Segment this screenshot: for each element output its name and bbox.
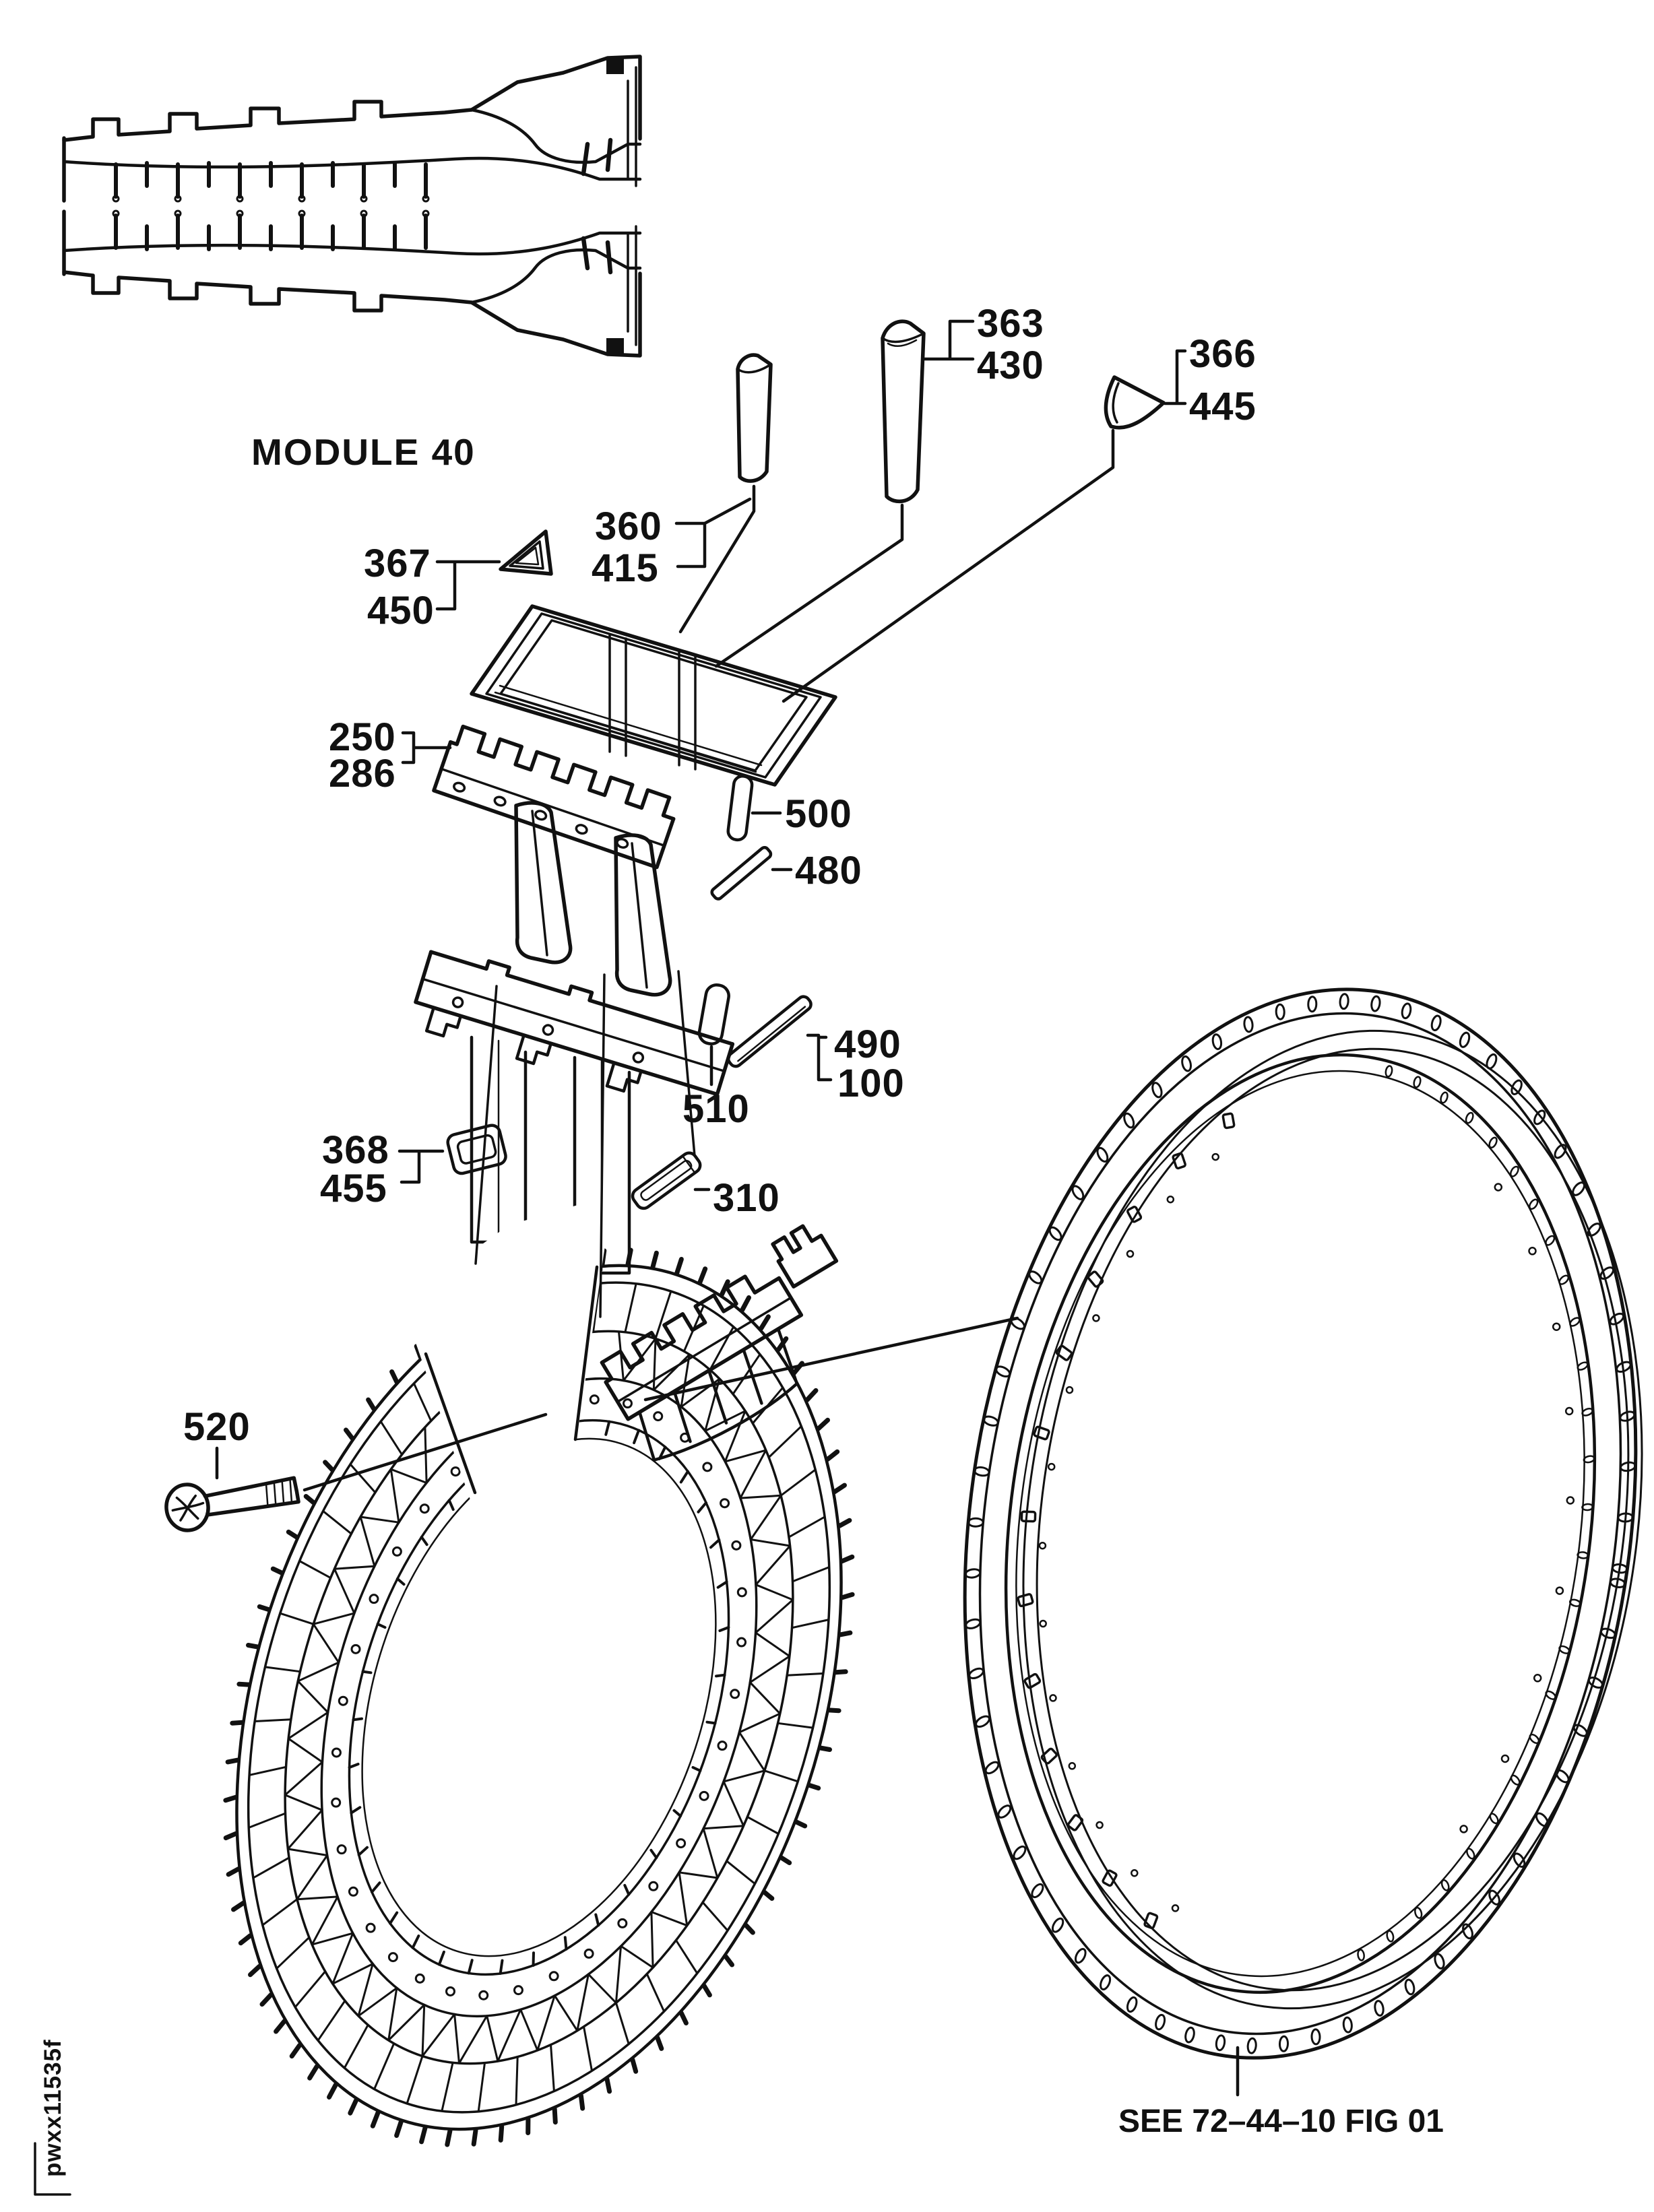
projection-line [474, 985, 498, 1265]
callout-360: 360 [595, 505, 662, 548]
bracket-363-430 [922, 319, 975, 361]
module-label: MODULE 40 [251, 431, 476, 473]
callout-286: 286 [329, 752, 396, 795]
triangle-seal-367-part [499, 529, 553, 576]
leader-pin360-to-cluster [678, 484, 756, 634]
callout-100: 100 [837, 1062, 905, 1105]
engine-cross-section [64, 55, 640, 356]
bracket-250-286 [401, 731, 452, 765]
inner-shroud [414, 950, 735, 1097]
strip-480-part [710, 846, 773, 901]
callout-368: 368 [322, 1128, 389, 1172]
turbine-case-ring [963, 987, 1643, 2060]
callout-363: 363 [977, 302, 1044, 346]
bracket-490-100 [806, 1033, 833, 1082]
ring-gap-endwalls [424, 1265, 599, 1495]
wedge-seal-366-part [1104, 375, 1166, 430]
nozzle-segment-cluster [414, 604, 837, 1275]
leader-lines [215, 319, 1240, 2097]
leader-segment-to-case [643, 1316, 1019, 1402]
callout-510: 510 [682, 1087, 750, 1131]
callout-520: 520 [183, 1405, 251, 1449]
ring-gap [402, 1195, 612, 1697]
projection-line [599, 973, 606, 1318]
callout-366: 366 [1189, 332, 1257, 376]
see-reference: SEE 72–44–10 FIG 01 [1118, 2104, 1444, 2139]
callout-480: 480 [795, 849, 862, 892]
pin-360-part [736, 353, 773, 483]
vane-airfoil [614, 833, 672, 997]
callout-490: 490 [834, 1022, 901, 1066]
bracket-360-415 [674, 497, 752, 568]
callouts: MODULE 40 363 430 366 445 360 415 367 45… [40, 302, 1444, 2177]
seal-510-part [697, 983, 730, 1045]
bracket-367-450 [435, 560, 501, 611]
vane-airfoil [514, 801, 573, 965]
pin-363-part [881, 319, 926, 504]
callout-455: 455 [320, 1167, 387, 1210]
stator-ring-assembly [223, 1247, 855, 2147]
strip-490-part [726, 995, 813, 1068]
bracket-368-455 [397, 1149, 445, 1184]
leader-bolt-to-ring [303, 1412, 548, 1492]
corner-bracket [34, 2142, 71, 2196]
leader-pin363-to-cluster [714, 503, 904, 668]
outer-shroud-250 [432, 724, 676, 870]
doc-code: pwxx11535f [40, 2039, 66, 2177]
callout-310: 310 [713, 1176, 780, 1220]
separated-segment [600, 1224, 839, 1462]
projection-line [677, 970, 696, 1157]
bolt-520-part [164, 1476, 300, 1532]
plate-310-part [631, 1151, 702, 1210]
callout-367: 367 [364, 542, 431, 585]
exploded-parts [164, 319, 1166, 1532]
back-panel [470, 604, 837, 787]
leader-wedge-to-cluster [782, 428, 1115, 703]
callout-500: 500 [785, 792, 852, 836]
callout-415: 415 [592, 546, 659, 590]
callout-450: 450 [367, 589, 435, 632]
bracket-366-445 [1163, 349, 1187, 405]
callout-445: 445 [1189, 385, 1257, 428]
seal-500-part [726, 775, 754, 842]
callout-250: 250 [329, 715, 396, 759]
callout-430: 430 [977, 344, 1044, 387]
